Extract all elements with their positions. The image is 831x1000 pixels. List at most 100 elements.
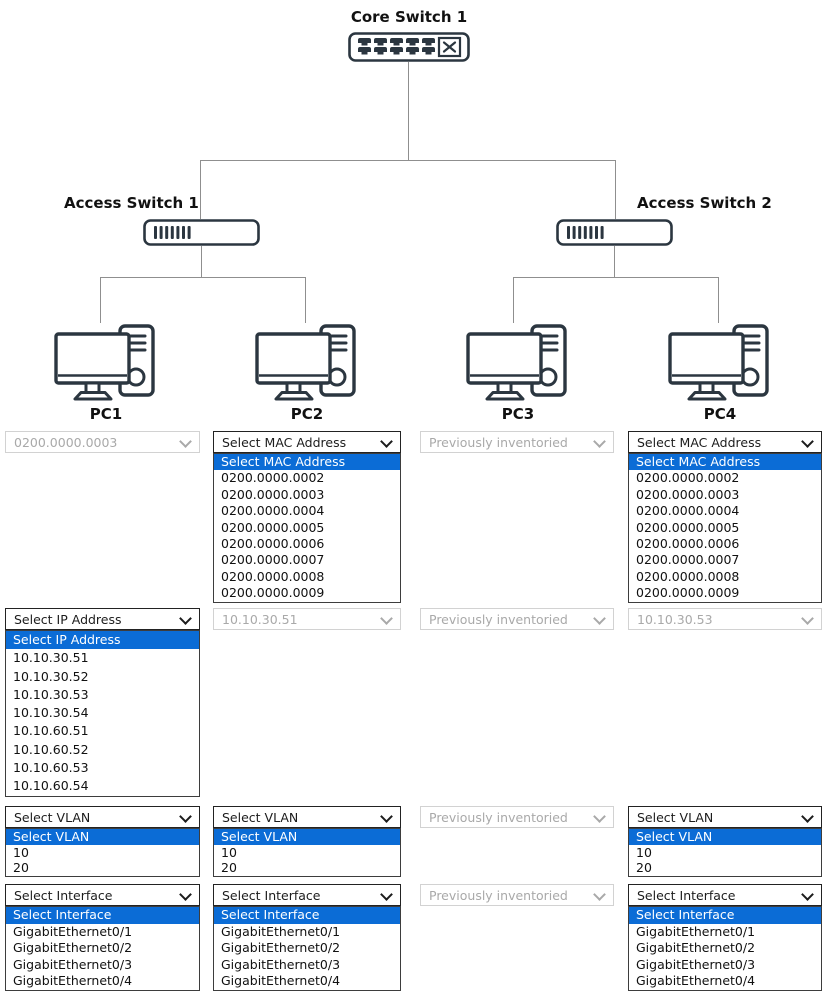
pc2-mac-option[interactable]: 0200.0000.0006 [221,535,325,551]
pc3-vlan-select-value: Previously inventoried [429,809,568,825]
pc4-mac-option[interactable]: 0200.0000.0002 [636,470,740,486]
pc1-interface-option[interactable]: GigabitEthernet0/4 [13,973,133,989]
pc3-mac-select-value: Previously inventoried [429,434,568,450]
pc2-mac-option[interactable]: 0200.0000.0004 [221,503,325,519]
pc2-mac-option[interactable]: 0200.0000.0003 [221,486,325,502]
chevron-down-icon [593,810,606,823]
connector-line [200,160,616,161]
pc1-interface-select-value: Select Interface [14,887,113,903]
pc1-ip-option[interactable]: 10.10.30.53 [13,686,89,702]
pc2-interface-option[interactable]: GigabitEthernet0/3 [221,956,341,972]
pc1-vlan-option[interactable]: 20 [13,860,29,876]
pc4-interface-option[interactable]: GigabitEthernet0/3 [636,956,756,972]
core-switch-label: Core Switch 1 [350,8,468,26]
pc2-mac-select-value: Select MAC Address [222,434,347,450]
pc4-mac-option[interactable]: 0200.0000.0004 [636,503,740,519]
pc1-interface-option[interactable]: GigabitEthernet0/3 [13,956,133,972]
pc1-vlan-select[interactable]: Select VLAN [5,806,200,828]
pc4-mac-option[interactable]: 0200.0000.0006 [636,535,740,551]
core-switch-icon [348,32,470,62]
pc2-mac-option[interactable]: 0200.0000.0007 [221,552,325,568]
pc2-mac-option[interactable]: Select MAC Address [214,454,400,471]
pc4-vlan-option[interactable]: 20 [636,860,652,876]
pc4-icon [668,324,769,401]
pc4-vlan-options-list: Select VLAN 10 20 [628,828,822,878]
pc4-vlan-option[interactable]: 10 [636,844,652,860]
pc2-interface-select[interactable]: Select Interface [213,884,401,906]
pc1-interface-options-list: Select Interface GigabitEthernet0/1 Giga… [5,906,200,991]
pc1-ip-options-list: Select IP Address 10.10.30.51 10.10.30.5… [5,630,200,797]
pc4-vlan-option[interactable]: Select VLAN [629,829,821,845]
pc1-ip-option[interactable]: 10.10.30.54 [13,705,89,721]
pc3-ip-select: Previously inventoried [420,608,614,630]
pc1-ip-option[interactable]: 10.10.60.51 [13,723,89,739]
pc4-mac-select[interactable]: Select MAC Address [628,431,822,453]
pc2-vlan-option[interactable]: 20 [221,860,237,876]
pc4-interface-option[interactable]: GigabitEthernet0/2 [636,940,756,956]
chevron-down-icon [593,612,606,625]
chevron-down-icon [380,810,393,823]
pc4-mac-option[interactable]: 0200.0000.0007 [636,552,740,568]
chevron-down-icon [179,612,192,625]
pc2-interface-option[interactable]: GigabitEthernet0/2 [221,940,341,956]
pc2-vlan-select[interactable]: Select VLAN [213,806,401,828]
pc1-ip-option[interactable]: 10.10.60.54 [13,778,89,794]
pc1-interface-option[interactable]: GigabitEthernet0/2 [13,940,133,956]
pc2-mac-option[interactable]: 0200.0000.0008 [221,568,325,584]
pc4-interface-select[interactable]: Select Interface [628,884,822,906]
pc1-ip-option[interactable]: 10.10.30.51 [13,650,89,666]
pc4-mac-option[interactable]: Select MAC Address [629,454,821,471]
pc2-vlan-option[interactable]: 10 [221,844,237,860]
pc1-ip-select[interactable]: Select IP Address [5,608,200,630]
pc2-mac-option[interactable]: 0200.0000.0005 [221,519,325,535]
pc1-vlan-select-value: Select VLAN [14,809,91,825]
pc1-label: PC1 [89,405,123,423]
pc1-interface-select[interactable]: Select Interface [5,884,200,906]
pc3-interface-select: Previously inventoried [420,884,614,906]
pc4-interface-option[interactable]: GigabitEthernet0/1 [636,923,756,939]
pc4-interface-option[interactable]: Select Interface [629,907,821,924]
access-switch-2-icon [556,219,673,246]
pc2-mac-options-list: Select MAC Address 0200.0000.0002 0200.0… [213,453,401,603]
chevron-down-icon [801,612,814,625]
pc4-mac-option[interactable]: 0200.0000.0009 [636,585,740,601]
connector-line [408,62,409,160]
pc1-vlan-option[interactable]: 10 [13,844,29,860]
pc2-interface-option[interactable]: Select Interface [214,907,400,924]
pc1-ip-option[interactable]: 10.10.60.53 [13,760,89,776]
pc4-mac-option[interactable]: 0200.0000.0005 [636,519,740,535]
pc4-mac-select-value: Select MAC Address [637,434,762,450]
pc2-vlan-option[interactable]: Select VLAN [214,829,400,845]
pc2-interface-option[interactable]: GigabitEthernet0/1 [221,923,341,939]
pc2-interface-options-list: Select Interface GigabitEthernet0/1 Giga… [213,906,401,991]
pc1-interface-option[interactable]: Select Interface [6,907,199,924]
connector-line [100,277,101,323]
pc4-mac-option[interactable]: 0200.0000.0008 [636,568,740,584]
pc1-interface-option[interactable]: GigabitEthernet0/1 [13,923,133,939]
pc3-label: PC3 [501,405,535,423]
pc3-icon [466,324,567,401]
connector-line [614,246,615,277]
pc1-vlan-option[interactable]: Select VLAN [6,829,199,845]
pc1-ip-option[interactable]: Select IP Address [6,631,199,650]
pc4-mac-option[interactable]: 0200.0000.0003 [636,486,740,502]
pc2-mac-select[interactable]: Select MAC Address [213,431,401,453]
pc4-mac-options-list: Select MAC Address 0200.0000.0002 0200.0… [628,453,822,603]
pc2-mac-option[interactable]: 0200.0000.0009 [221,585,325,601]
pc2-ip-select: 10.10.30.51 [213,608,401,630]
pc2-ip-select-value: 10.10.30.51 [222,611,298,627]
pc2-vlan-options-list: Select VLAN 10 20 [213,828,401,878]
pc2-interface-option[interactable]: GigabitEthernet0/4 [221,973,341,989]
pc2-mac-option[interactable]: 0200.0000.0002 [221,470,325,486]
pc1-ip-option[interactable]: 10.10.30.52 [13,668,89,684]
pc4-label: PC4 [703,405,737,423]
pc3-interface-select-value: Previously inventoried [429,887,568,903]
chevron-down-icon [593,435,606,448]
pc1-mac-select: 0200.0000.0003 [5,431,200,453]
pc4-ip-select-value: 10.10.30.53 [637,611,713,627]
pc4-vlan-select[interactable]: Select VLAN [628,806,822,828]
pc4-interface-option[interactable]: GigabitEthernet0/4 [636,973,756,989]
chevron-down-icon [179,435,192,448]
pc1-ip-option[interactable]: 10.10.60.52 [13,741,89,757]
